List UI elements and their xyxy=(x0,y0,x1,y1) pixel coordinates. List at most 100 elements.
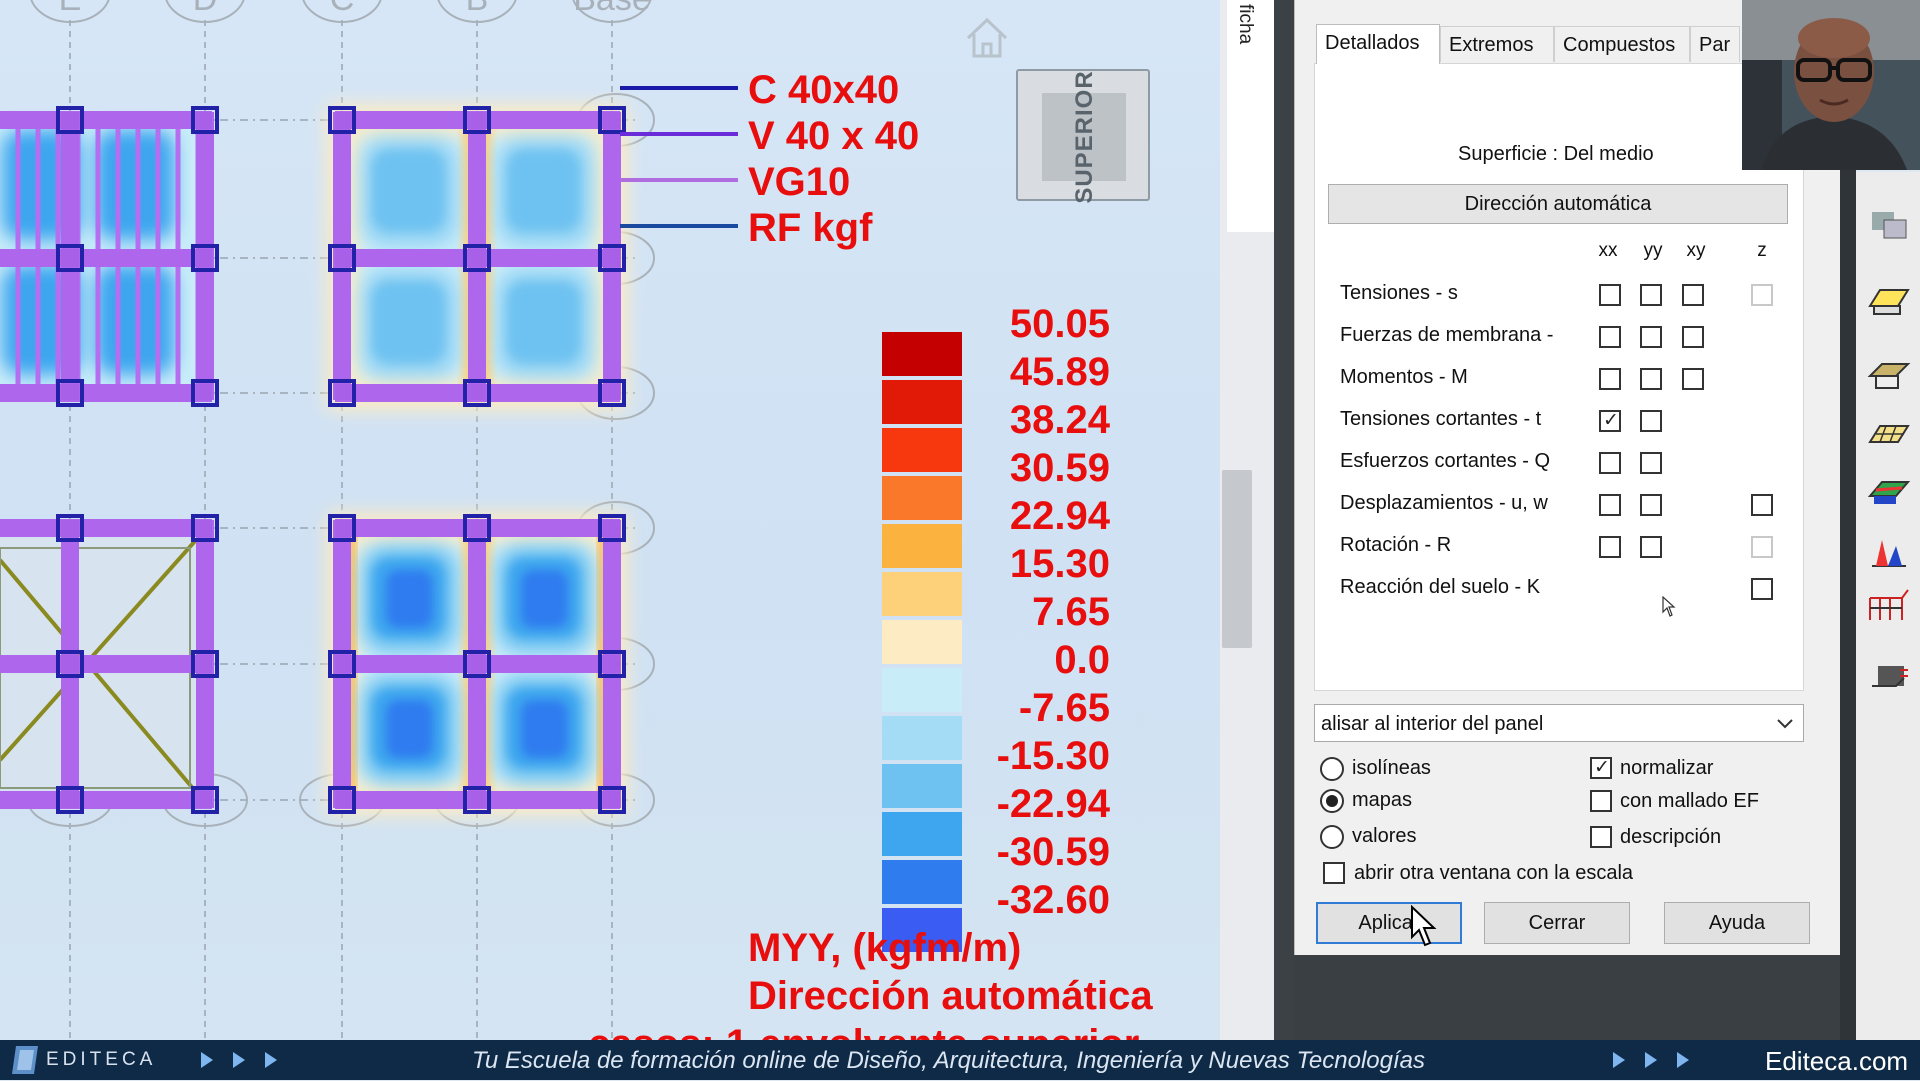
scale-color-cell xyxy=(882,620,962,664)
scale-value: 30.59 xyxy=(1009,446,1110,490)
close-button[interactable]: Cerrar xyxy=(1484,902,1630,944)
result-checkbox-xx[interactable] xyxy=(1599,368,1621,390)
column-header-xy: xy xyxy=(1686,240,1706,261)
panel-contour xyxy=(372,150,445,232)
result-checkbox-xx[interactable] xyxy=(1599,452,1621,474)
column xyxy=(463,650,491,678)
ficha-panel xyxy=(1227,0,1274,232)
scale-value: 22.94 xyxy=(1009,494,1110,538)
column-header-xx: xx xyxy=(1598,240,1618,261)
result-direction-label: Dirección automática xyxy=(748,974,1153,1018)
description-checkbox[interactable] xyxy=(1590,826,1612,848)
tab-parametros[interactable]: Par xyxy=(1690,26,1740,62)
scale-value: -22.94 xyxy=(996,782,1110,826)
result-checkbox-z[interactable] xyxy=(1751,578,1773,600)
frame-results-icon[interactable] xyxy=(1866,584,1912,626)
section-icon[interactable] xyxy=(1866,656,1912,698)
smoothing-select[interactable]: alisar al interior del panel xyxy=(1314,704,1804,742)
column-header-yy: yy xyxy=(1643,240,1663,261)
result-checkbox-xy[interactable] xyxy=(1682,326,1704,348)
scale-value: 7.65 xyxy=(1032,590,1110,634)
structure-model: EDCBBase xyxy=(0,0,738,1040)
result-checkbox-yy[interactable] xyxy=(1640,410,1662,432)
view-cube[interactable]: SUPERIOR xyxy=(1016,69,1150,204)
normalize-checkbox[interactable]: ✓ xyxy=(1590,757,1612,779)
panel-loads-icon[interactable] xyxy=(1866,352,1912,394)
column xyxy=(328,379,356,407)
panel-contour xyxy=(95,265,175,375)
grid-bubble-label: C xyxy=(330,0,355,18)
grid-panel-icon[interactable] xyxy=(1866,412,1912,454)
result-checkbox-xy[interactable] xyxy=(1682,368,1704,390)
radio-isolineas[interactable] xyxy=(1320,757,1344,781)
apply-button[interactable]: Aplicar xyxy=(1316,902,1462,944)
result-checkbox-z[interactable] xyxy=(1751,494,1773,516)
radio-valores[interactable] xyxy=(1320,825,1344,849)
bottom-banner: EDITECA Tu Escuela de formación online d… xyxy=(0,1040,1920,1080)
column xyxy=(328,514,356,542)
column xyxy=(598,244,626,272)
scale-color-cell xyxy=(882,812,962,856)
object-inspector-icon[interactable] xyxy=(1866,204,1912,246)
scale-color-cell xyxy=(882,668,962,712)
brand-name: EDITECA xyxy=(46,1049,157,1070)
result-checkbox-yy[interactable] xyxy=(1640,494,1662,516)
play-arrow-icon xyxy=(1676,1051,1690,1069)
column xyxy=(463,106,491,134)
radio-mapas[interactable] xyxy=(1320,789,1344,813)
result-checkbox-xx[interactable] xyxy=(1599,326,1621,348)
result-checkbox-yy[interactable] xyxy=(1640,536,1662,558)
result-checkbox-yy[interactable] xyxy=(1640,452,1662,474)
scale-color-cell xyxy=(882,524,962,568)
result-checkbox-yy[interactable] xyxy=(1640,368,1662,390)
result-checkbox-xx[interactable] xyxy=(1599,494,1621,516)
slab-mesh-icon[interactable] xyxy=(1866,278,1912,320)
website-link[interactable]: Editeca.com xyxy=(1765,1046,1909,1076)
open-scale-window-checkbox[interactable] xyxy=(1323,862,1345,884)
scale-color-cell xyxy=(882,860,962,904)
column xyxy=(598,650,626,678)
result-checkbox-yy[interactable] xyxy=(1640,284,1662,306)
grid-bubble xyxy=(572,0,652,23)
fe-mesh-label: con mallado EF xyxy=(1620,790,1759,812)
panel-contour xyxy=(372,281,445,363)
grid-bubble xyxy=(302,0,382,23)
fe-mesh-checkbox[interactable] xyxy=(1590,790,1612,812)
radio-isolineas-label: isolíneas xyxy=(1352,757,1431,779)
column xyxy=(191,379,219,407)
legend-label: RF kgf xyxy=(748,206,873,250)
scale-value: -30.59 xyxy=(996,830,1110,874)
result-checkbox-yy[interactable] xyxy=(1640,326,1662,348)
normalize-label: normalizar xyxy=(1620,757,1714,779)
panel-contour xyxy=(521,700,568,758)
result-checkbox-xx[interactable]: ✓ xyxy=(1599,410,1621,432)
scale-color-cell xyxy=(882,476,962,520)
result-checkbox-xx[interactable] xyxy=(1599,284,1621,306)
result-row-label: Tensiones cortantes - t xyxy=(1340,408,1542,430)
auto-direction-button[interactable]: Dirección automática xyxy=(1328,184,1788,224)
column xyxy=(56,379,84,407)
diagram-results-icon[interactable] xyxy=(1866,530,1912,572)
ficha-tab-label[interactable]: ficha xyxy=(1235,4,1256,45)
result-checkbox-xy[interactable] xyxy=(1682,284,1704,306)
side-scrollbar[interactable] xyxy=(1222,470,1252,648)
grid-bubble-label: Base xyxy=(573,0,651,18)
map-results-icon[interactable] xyxy=(1866,470,1912,512)
column xyxy=(463,244,491,272)
description-label: descripción xyxy=(1620,826,1722,848)
play-arrow-icon xyxy=(232,1051,246,1069)
tab-detallados[interactable]: Detallados xyxy=(1316,24,1440,64)
scale-value: 15.30 xyxy=(1009,542,1110,586)
help-button[interactable]: Ayuda xyxy=(1664,902,1810,944)
home-icon[interactable] xyxy=(964,16,1010,60)
result-checkbox-xx[interactable] xyxy=(1599,536,1621,558)
scale-value: 45.89 xyxy=(1009,350,1110,394)
column xyxy=(56,786,84,814)
bracing-line xyxy=(0,538,198,762)
tab-extremos[interactable]: Extremos xyxy=(1440,26,1554,62)
tab-compuestos[interactable]: Compuestos xyxy=(1554,26,1690,62)
column xyxy=(598,379,626,407)
column xyxy=(56,650,84,678)
play-arrow-icon xyxy=(264,1051,278,1069)
